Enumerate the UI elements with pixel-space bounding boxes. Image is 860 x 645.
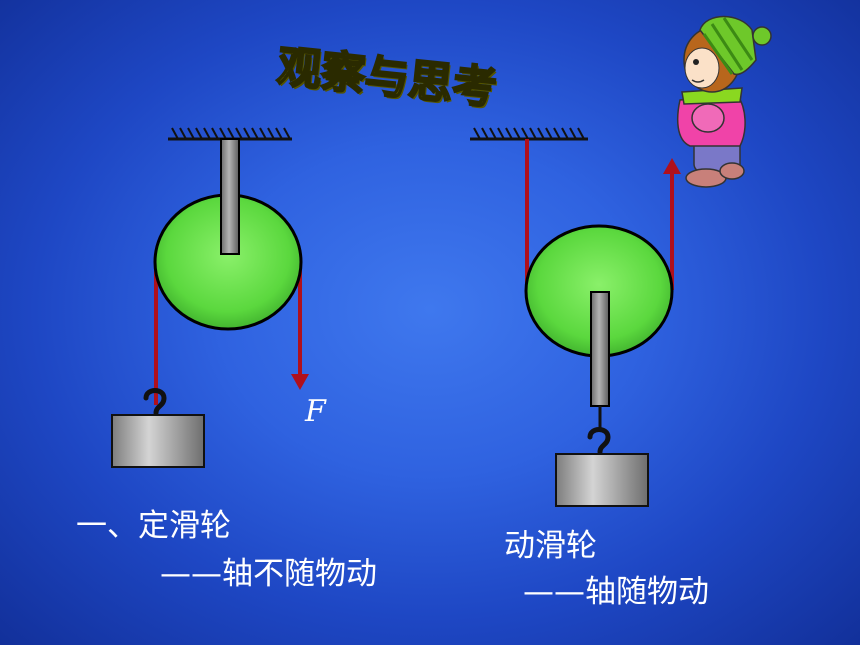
fixed-pulley-weight bbox=[111, 414, 205, 468]
movable-pulley-caption: 动滑轮 bbox=[504, 528, 597, 564]
force-arrow-up bbox=[663, 158, 681, 174]
fixed-pulley-caption: 一、定滑轮 bbox=[76, 508, 231, 544]
ceiling-hatch-icon bbox=[168, 127, 292, 141]
movable-pulley-weight bbox=[555, 453, 649, 507]
child-cartoon-icon bbox=[676, 15, 772, 188]
hook-icon bbox=[143, 388, 167, 416]
force-arrow-down bbox=[291, 374, 309, 390]
force-label: F bbox=[305, 394, 326, 429]
fixed-pulley-axle bbox=[220, 138, 240, 255]
hook-icon bbox=[587, 427, 611, 455]
movable-pulley-axle bbox=[590, 291, 610, 407]
fixed-pulley-assembly bbox=[111, 127, 309, 468]
movable-pulley-note: ——轴随物动 bbox=[523, 574, 709, 610]
ceiling-hatch-icon bbox=[470, 127, 588, 141]
movable-pulley-assembly bbox=[470, 127, 681, 507]
fixed-pulley-note: ——轴不随物动 bbox=[160, 556, 377, 592]
